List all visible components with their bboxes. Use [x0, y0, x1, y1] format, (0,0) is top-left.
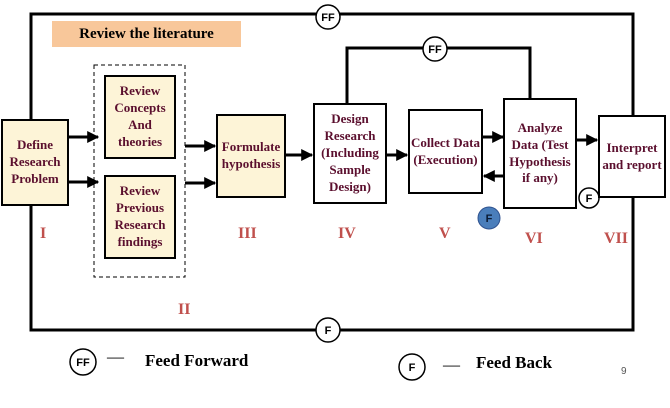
interpret-report-box: Interpret and report: [598, 115, 666, 198]
formulate-hypothesis-box: Formulate hypothesis: [216, 114, 286, 198]
ff-marker-inner-label: FF: [428, 44, 442, 56]
ff-marker-inner-circle: [422, 36, 448, 62]
stage-label-vi: VI: [525, 230, 543, 247]
define-problem-box: Define Research Problem: [1, 119, 69, 206]
legend-f-circle: [398, 353, 426, 381]
legend-f-symbol: F: [409, 362, 416, 374]
legend-ff-circle: [69, 348, 97, 376]
f-marker-blue-label: F: [486, 213, 493, 225]
stage-label-iv: IV: [338, 225, 356, 242]
review-concepts-box: Review Concepts And theories: [104, 75, 176, 159]
stage-label-ii: II: [178, 301, 191, 318]
legend-f-label: Feed Back: [476, 353, 553, 372]
f-marker-analyze-label: F: [586, 193, 593, 205]
ff-marker-top-label: FF: [321, 12, 335, 24]
f-marker-bottom-label: F: [325, 325, 332, 337]
legend-ff-symbol: FF: [76, 357, 90, 369]
stage-label-iii: III: [238, 225, 257, 242]
review-previous-box: Review Previous Research findings: [104, 175, 176, 259]
legend-ff-label: Feed Forward: [145, 351, 249, 370]
collect-data-box: Collect Data (Execution): [408, 109, 483, 194]
stage-label-i: I: [40, 225, 47, 242]
f-marker-analyze-circle: [578, 187, 600, 209]
page-number: 9: [621, 366, 627, 377]
analyze-data-box: Analyze Data (Test Hypothesis if any): [503, 98, 577, 209]
review-literature-banner: Review the literature: [52, 21, 241, 47]
ff-marker-top-circle: [315, 4, 341, 30]
stage-label-vii: VII: [604, 230, 629, 247]
legend-f-dash: —: [443, 355, 460, 374]
literature-group: [93, 64, 186, 278]
f-marker-blue-circle: [477, 206, 501, 230]
stage-label-v: V: [439, 225, 451, 242]
design-research-box: Design Research (Including Sample Design…: [313, 103, 387, 204]
legend-ff-dash: —: [107, 347, 124, 366]
f-marker-bottom-circle: [315, 317, 341, 343]
